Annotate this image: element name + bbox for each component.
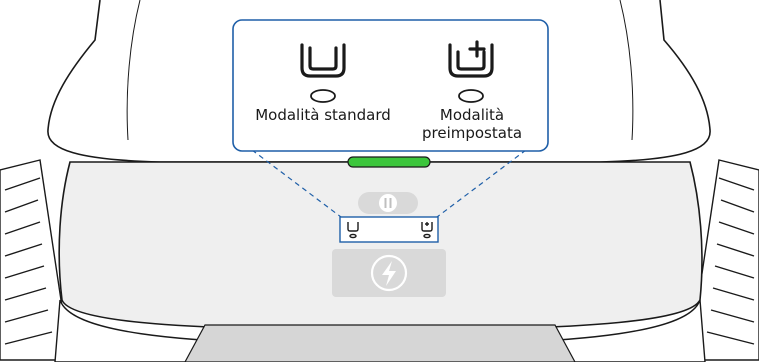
front-panel	[58, 161, 703, 331]
preset-mode-label-line2: preimpostata	[421, 124, 523, 142]
container-plus-icon	[448, 40, 494, 78]
callout-connector-left	[251, 149, 342, 218]
standard-mode-led	[310, 89, 336, 103]
callout-box	[232, 19, 549, 152]
preset-mode-led	[458, 89, 484, 103]
lightning-icon	[370, 254, 408, 292]
preset-mode-label-line1: Modalità	[439, 106, 505, 124]
callout-connector-right	[436, 149, 527, 218]
lid-crease-left	[126, 0, 141, 141]
mini-container-icon	[347, 222, 359, 239]
standard-mode-label: Modalità standard	[255, 106, 391, 124]
bottom-vent	[184, 324, 576, 362]
status-light	[347, 156, 431, 168]
container-icon	[300, 43, 346, 78]
pause-icon	[379, 194, 397, 212]
left-side-ridges	[0, 159, 71, 361]
mode-indicator-panel	[339, 216, 439, 243]
mini-container-plus-icon	[421, 222, 433, 239]
lid-crease-right	[619, 0, 634, 141]
